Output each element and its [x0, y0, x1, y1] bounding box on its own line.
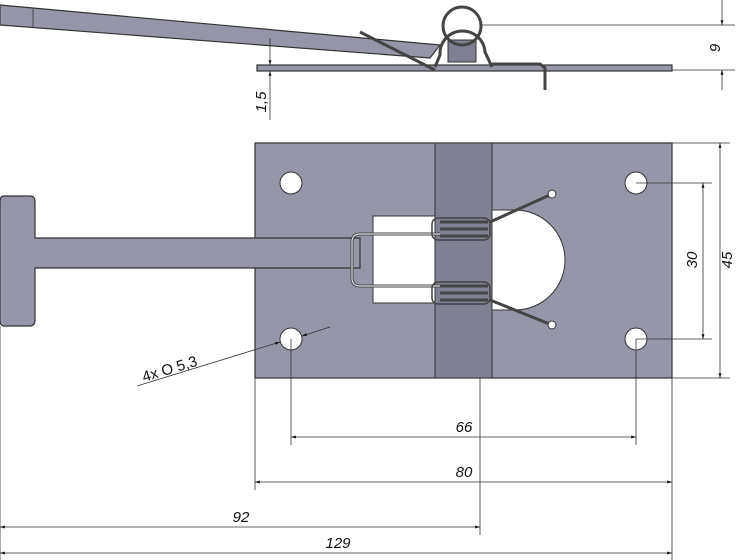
spring-coil-lower: [431, 281, 491, 305]
hole-leader-line: [136, 341, 281, 387]
spring-leg-side: [359, 30, 436, 72]
spring-pin-hole: [547, 189, 557, 199]
hole-callout-label: 4x O 5,3: [140, 353, 199, 386]
dim-label-129: 129: [325, 535, 351, 552]
hinge-pin-side: [447, 39, 477, 63]
dim-label-92: 92: [233, 509, 250, 526]
hinge-barrel: [434, 142, 493, 379]
hook-arm-side: [0, 4, 442, 59]
hinge-knuckle: [433, 29, 494, 68]
t-handle-hook: [0, 195, 361, 327]
spring-loop-highlight: [351, 233, 440, 287]
dim-label-9: 9: [707, 43, 724, 52]
hole-leader-line: [301, 326, 331, 337]
base-plate-side: [256, 64, 673, 72]
spring-leg-lower: [489, 298, 553, 327]
dim-label-45: 45: [719, 251, 736, 268]
spring-pin-hole: [547, 320, 557, 330]
spring-leg-upper: [489, 192, 553, 224]
dim-label-1-5: 1,5: [253, 91, 270, 113]
mount-hole: [279, 171, 303, 195]
dim-label-80: 80: [456, 464, 473, 481]
top-view: [0, 142, 673, 379]
side-view: 9 1,5: [0, 0, 735, 120]
dim-label-30: 30: [684, 251, 701, 268]
cutout-round: [491, 209, 566, 311]
cutout-slot: [372, 215, 436, 304]
spring-coil-side: [441, 5, 483, 47]
spring-coil-upper: [431, 217, 491, 241]
spring-end-side: [492, 62, 547, 90]
dim-label-66: 66: [456, 419, 473, 436]
